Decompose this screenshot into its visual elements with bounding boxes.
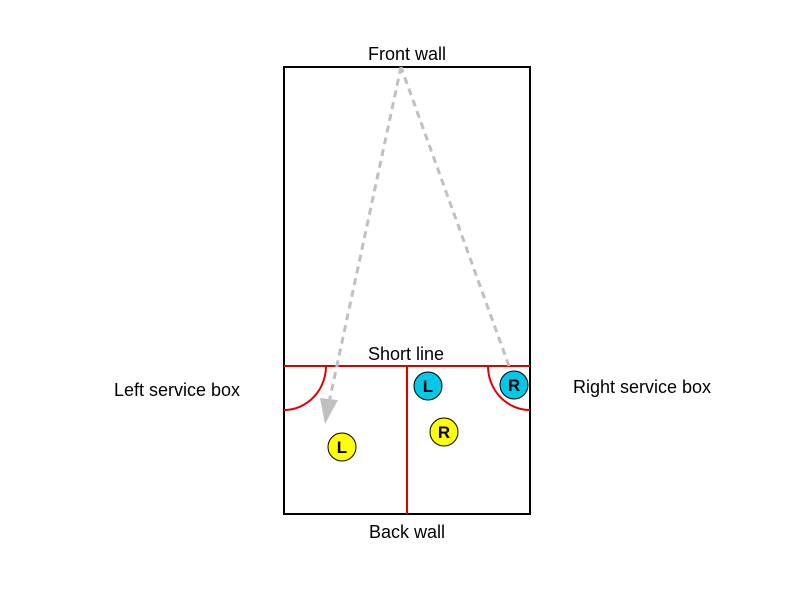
- player-yellow-right-letter: R: [438, 423, 450, 442]
- player-yellow-left-marker: [327, 432, 357, 462]
- ball-path-to-left-service-box: [327, 66, 403, 412]
- player-blue-right-letter: R: [508, 376, 520, 395]
- left-service-box-arc: [283, 365, 327, 411]
- front-wall-label: Front wall: [368, 44, 446, 64]
- player-yellow-left: L: [327, 432, 357, 462]
- player-yellow-right: R: [429, 417, 459, 447]
- left-service-box-label: Left service box: [114, 380, 240, 400]
- short-line-label: Short line: [368, 344, 444, 364]
- back-wall-label: Back wall: [369, 522, 445, 542]
- right-service-box-arc: [487, 365, 531, 411]
- player-blue-right-marker: [499, 370, 529, 400]
- right-service-box-label: Right service box: [573, 377, 711, 397]
- player-yellow-left-letter: L: [337, 438, 347, 457]
- player-blue-left: L: [413, 371, 443, 401]
- ball-path-arrowhead: [320, 398, 338, 424]
- player-blue-left-letter: L: [423, 377, 433, 396]
- player-blue-right: R: [499, 370, 529, 400]
- ball-path-to-front-wall: [399, 66, 511, 367]
- player-blue-left-marker: [413, 371, 443, 401]
- player-yellow-right-marker: [429, 417, 459, 447]
